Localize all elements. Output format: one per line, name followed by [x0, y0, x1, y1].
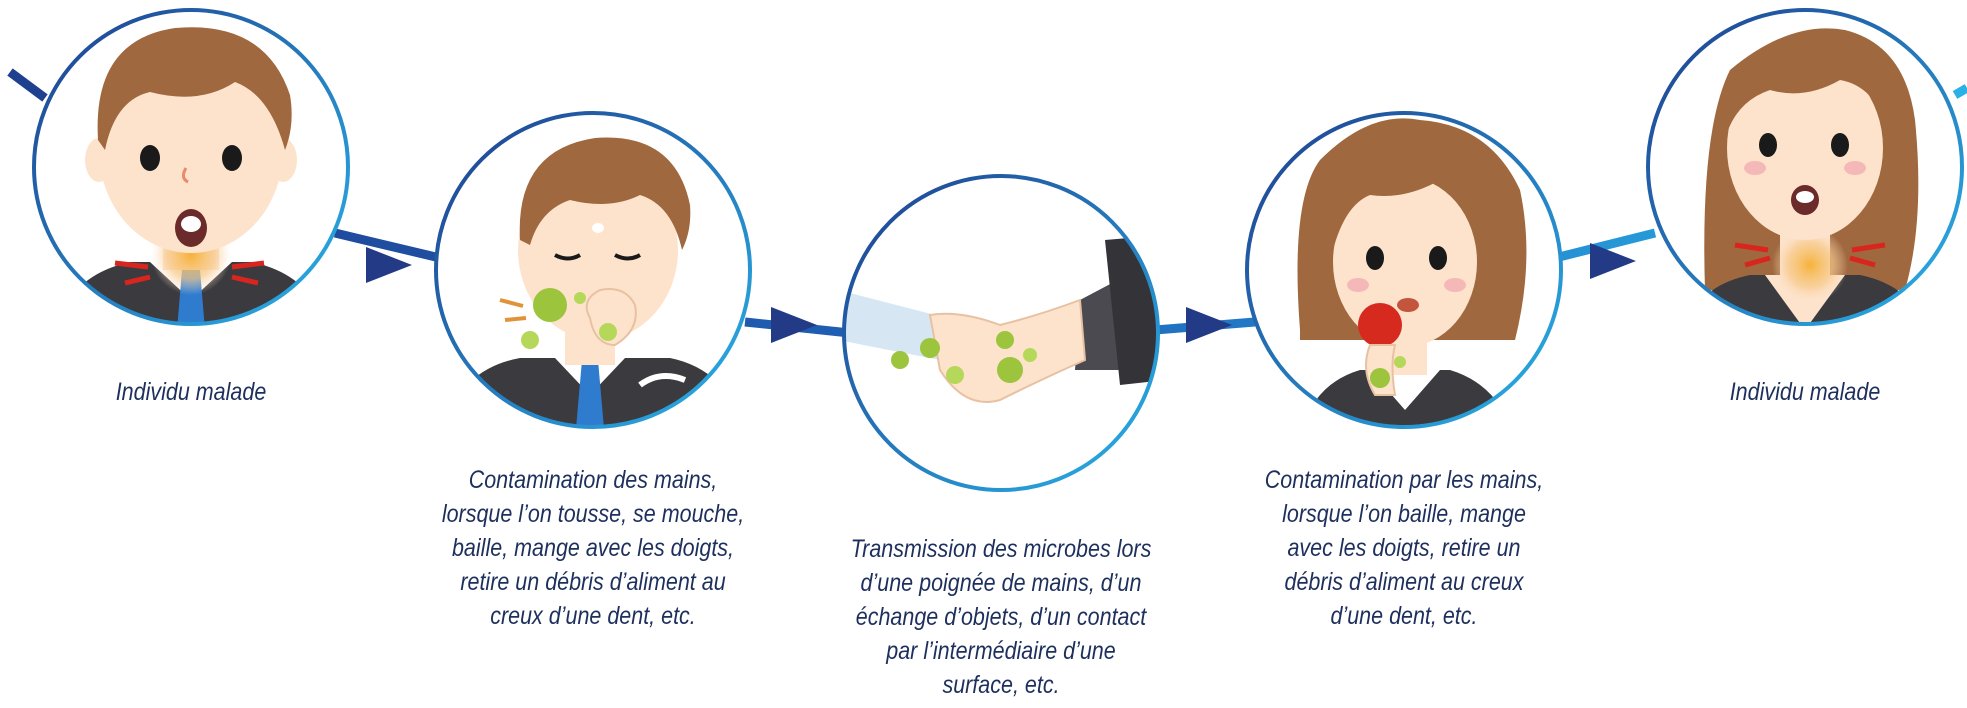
arrow-right-icon	[1590, 243, 1636, 279]
eating-woman-illustration	[1245, 111, 1563, 429]
germ-icon	[1370, 356, 1406, 388]
step-caption-sick-person-end: Individu malade	[1729, 378, 1881, 406]
step-caption-sick-person-start: Individu malade	[115, 378, 267, 406]
handshake-illustration	[842, 174, 1160, 492]
pain-marks	[114, 260, 265, 286]
germ-icon	[891, 331, 1037, 384]
germ-icon	[521, 288, 617, 349]
sick-woman-illustration	[1646, 8, 1964, 326]
step-caption-transmission: Transmission des microbes lors d’une poi…	[850, 535, 1152, 699]
sick-man-illustration	[32, 8, 350, 326]
arrow-right-icon	[771, 307, 817, 343]
step-caption-contamination-by-hands: Contamination par les mains, lorsque l’o…	[1264, 466, 1544, 630]
coughing-man-illustration	[434, 111, 752, 429]
arrow-right-icon	[1186, 307, 1232, 343]
pain-marks	[1734, 242, 1886, 268]
arrow-right-icon	[366, 247, 412, 283]
step-caption-hand-contamination: Contamination des mains, lorsque l’on to…	[441, 466, 745, 630]
